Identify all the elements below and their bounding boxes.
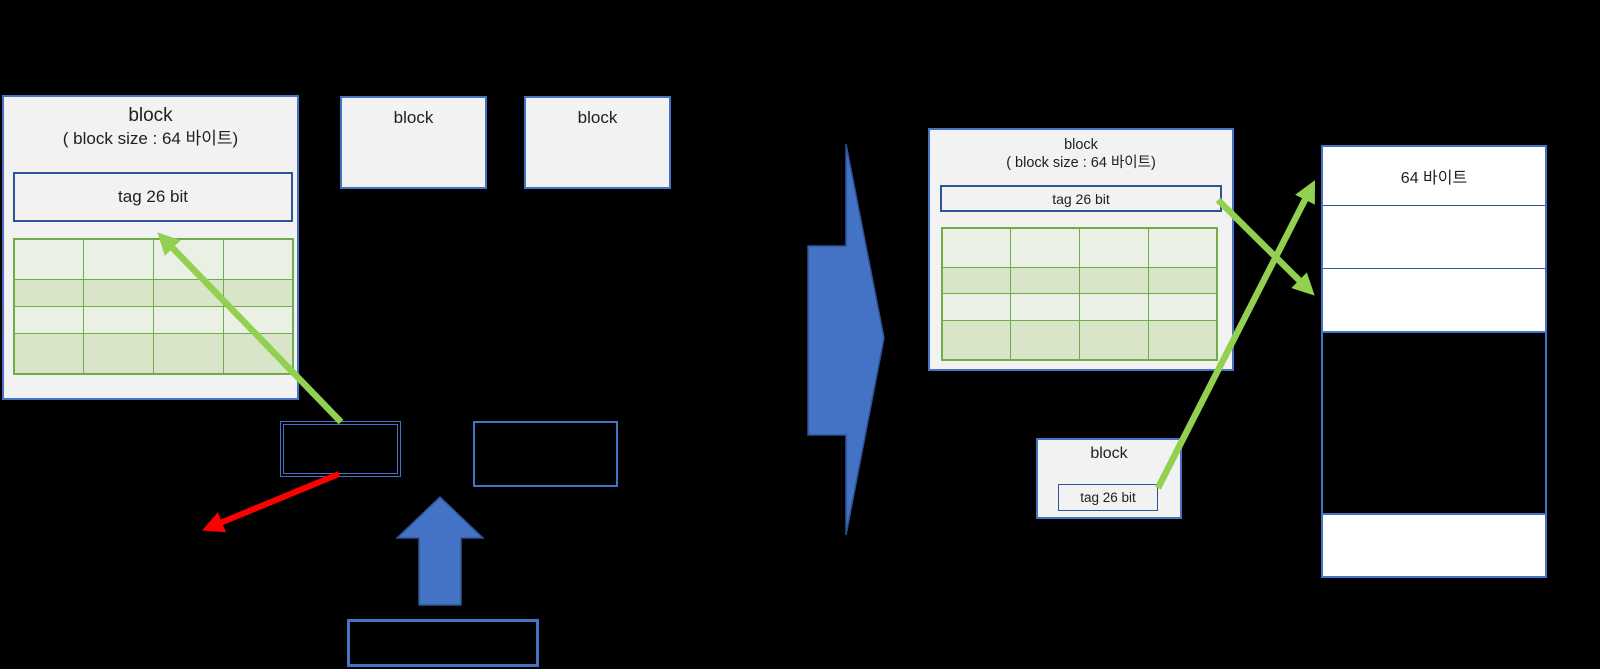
memory-row: [1323, 515, 1545, 576]
table-row: [941, 293, 1218, 321]
set-cell: [1079, 227, 1149, 269]
set-cell: [1079, 319, 1149, 361]
small-tag-box: tag 26 bit: [1058, 484, 1158, 511]
set-cell: [13, 279, 85, 307]
left-tag-label: tag 26 bit: [118, 187, 188, 206]
set-cell: [13, 238, 85, 280]
set-cell: [941, 293, 1012, 321]
table-row: [13, 238, 294, 280]
memory-row: [1323, 269, 1545, 331]
index-box-double-border: [280, 421, 401, 477]
up-arrow-icon: [395, 495, 485, 606]
right-set-table: [941, 227, 1218, 361]
table-row: [941, 319, 1218, 361]
memory-column: 64 바이트: [1321, 145, 1547, 578]
memory-row-label: 64 바이트: [1400, 170, 1468, 187]
set-cell: [1010, 293, 1080, 321]
cache-block-b-label: block: [393, 108, 434, 127]
small-cache-block: block tag 26 bit: [1036, 438, 1182, 519]
set-cell: [153, 333, 224, 375]
set-cell: [1147, 319, 1218, 361]
set-cell: [941, 267, 1012, 295]
set-cell: [222, 306, 294, 334]
address-box: [347, 619, 539, 667]
big-right-arrow-icon: [807, 143, 885, 536]
set-cell: [1079, 267, 1149, 295]
right-cache-block: block ( block size : 64 바이트) tag 26 bit: [928, 128, 1234, 371]
set-cell: [941, 227, 1012, 269]
set-cell: [1079, 293, 1149, 321]
set-cell: [1010, 267, 1080, 295]
cache-block-b: block: [340, 96, 487, 189]
index-box-inner-border: [283, 424, 398, 474]
left-cache-block-subtitle: ( block size : 64 바이트): [62, 128, 239, 148]
set-cell: [222, 238, 294, 280]
set-cell: [13, 333, 85, 375]
left-tag-box: tag 26 bit: [13, 172, 293, 222]
set-cell: [222, 279, 294, 307]
set-cell: [13, 306, 85, 334]
right-cache-block-subtitle: ( block size : 64 바이트): [1006, 154, 1156, 171]
left-cache-block-title: block: [128, 105, 173, 126]
table-row: [13, 279, 294, 307]
left-cache-block: block ( block size : 64 바이트) tag 26 bit: [2, 95, 299, 400]
set-cell: [153, 279, 224, 307]
cache-block-c-label: block: [577, 108, 618, 127]
set-cell: [153, 306, 224, 334]
set-cell: [1147, 267, 1218, 295]
set-cell: [1010, 319, 1080, 361]
set-cell: [83, 238, 154, 280]
table-row: [941, 227, 1218, 269]
set-cell: [1147, 227, 1218, 269]
set-cell: [941, 319, 1012, 361]
small-cache-block-title: block: [1090, 445, 1128, 462]
small-tag-label: tag 26 bit: [1080, 490, 1136, 505]
memory-row-transparent: [1323, 331, 1545, 515]
table-row: [13, 306, 294, 334]
left-set-table: [13, 238, 294, 375]
red-arrow: [202, 471, 341, 533]
set-cell: [83, 333, 154, 375]
set-cell: [153, 238, 224, 280]
table-row: [13, 333, 294, 375]
right-tag-box: tag 26 bit: [940, 185, 1222, 212]
set-cell: [222, 333, 294, 375]
memory-row-64byte: 64 바이트: [1323, 147, 1545, 206]
right-cache-block-title: block: [1064, 137, 1098, 153]
table-row: [941, 267, 1218, 295]
set-cell: [1147, 293, 1218, 321]
set-cell: [1010, 227, 1080, 269]
memory-row: [1323, 206, 1545, 269]
right-tag-label: tag 26 bit: [1052, 190, 1110, 207]
set-cell: [83, 306, 154, 334]
set-cell: [83, 279, 154, 307]
offset-box: [473, 421, 618, 487]
cache-block-c: block: [524, 96, 671, 189]
